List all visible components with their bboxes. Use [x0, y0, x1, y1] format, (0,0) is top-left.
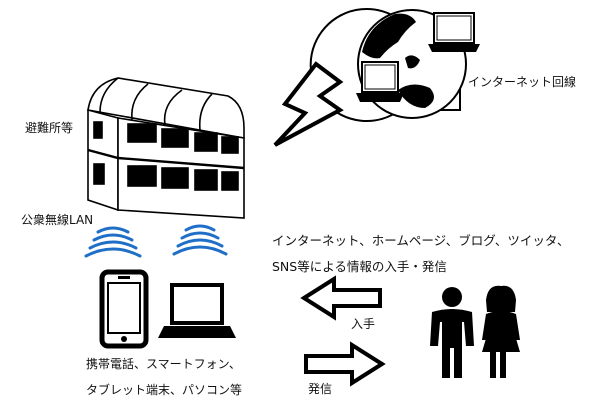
receive-label: 入手: [351, 317, 376, 331]
laptop-icon: [356, 61, 404, 102]
services-label-line2: SNS等による情報の入手・発信: [272, 259, 447, 274]
services-label-line1: インターネット、ホームページ、ブログ、ツイッタ、: [272, 233, 570, 248]
laptop-icon: [158, 283, 236, 338]
wifi-waves-icon: [172, 224, 228, 256]
internet-line-label: インターネット回線: [468, 75, 577, 89]
devices-label-line1: 携帯電話、スマートフォン、: [86, 357, 241, 371]
building-icon: [87, 77, 245, 219]
wifi-waves-icon: [84, 226, 142, 258]
smartphone-icon: [99, 269, 149, 349]
public-lan-label: 公衆無線LAN: [21, 213, 94, 227]
arrow-right-icon: [304, 341, 386, 387]
shelter-label: 避難所等: [25, 121, 74, 135]
arrow-left-icon: [300, 275, 382, 321]
laptop-icon: [428, 12, 480, 52]
people-icon: [430, 285, 520, 378]
devices-label-line2: タブレット端末、パソコン等: [86, 383, 243, 397]
send-label: 発信: [308, 382, 333, 396]
lightning-icon: [273, 61, 344, 147]
